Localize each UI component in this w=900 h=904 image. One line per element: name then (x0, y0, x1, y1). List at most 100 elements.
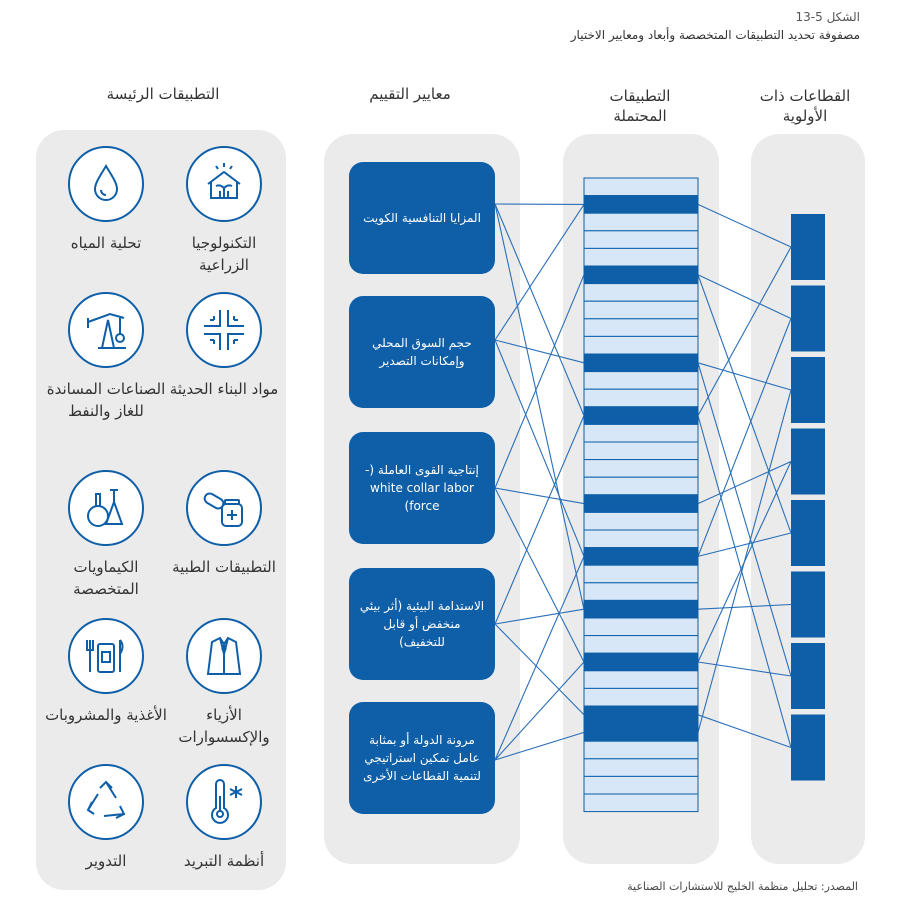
matrix-row (583, 265, 699, 285)
criterion-label: المزايا التنافسية الكويت (363, 211, 481, 225)
matrix-row (583, 511, 699, 531)
water-drop-icon (93, 164, 119, 201)
matrix-row (583, 687, 699, 707)
greenhouse-icon (207, 163, 241, 199)
app-label: الكيماويات المتخصصة (73, 558, 139, 598)
connection-line (494, 339, 585, 557)
figure-title: مصفوفة تحديد التطبيقات المتخصصة وأبعاد و… (570, 28, 860, 42)
criterion-label: إنتاجية القوى العاملة (-white collar lab… (365, 463, 479, 513)
connection-line (697, 603, 792, 610)
source-note: المصدر: تحليل منظمة الخليج للاستشارات ال… (627, 880, 858, 893)
matrix-row (583, 371, 699, 390)
recycle-icon (86, 780, 126, 819)
matrix-row (583, 406, 699, 425)
connection-line (494, 339, 585, 364)
matrix-row (583, 353, 699, 373)
connection-lines (494, 203, 792, 761)
connection-line (697, 362, 792, 391)
app-agritech: التكنولوجيا الزراعية (168, 146, 280, 276)
connection-line (697, 318, 792, 557)
connection-line (697, 714, 792, 749)
connection-line (697, 460, 792, 505)
matrix-row (583, 635, 699, 654)
priority-sector-bar (791, 500, 825, 566)
criterion-market-size: حجم السوق المحلي وإمكانات التصدير (349, 296, 495, 408)
priority-sector-bar (791, 285, 825, 352)
matrix-row (583, 318, 699, 337)
app-specialty-chemicals: الكيماويات المتخصصة (50, 470, 162, 600)
matrix-row (583, 758, 699, 777)
pills-icon (203, 492, 243, 527)
app-icon-circle (186, 618, 262, 694)
app-label: التدوير (85, 852, 127, 870)
matrix-row (583, 564, 699, 584)
app-label: أنظمة التبريد (183, 852, 265, 870)
connection-line (697, 274, 792, 319)
app-fashion: الأزياء والإكسسوارات (160, 618, 288, 748)
matrix-row (583, 670, 699, 689)
matrix-row (583, 177, 699, 197)
matrix-row (583, 335, 699, 355)
connection-line (697, 415, 792, 748)
header-potential-apps: التطبيقات المحتملة (609, 87, 671, 125)
app-recycling: التدوير (50, 764, 162, 872)
criterion-workforce-productivity: إنتاجية القوى العاملة (-white collar lab… (349, 432, 495, 544)
criterion-label: مرونة الدولة أو بمثابة عامل تمكين استرات… (363, 733, 481, 783)
criterion-label: حجم السوق المحلي وإمكانات التصدير (372, 336, 472, 368)
connection-line (697, 362, 792, 677)
priority-sector-bar (791, 571, 825, 638)
matrix-row (583, 547, 699, 566)
matrix-row (583, 617, 699, 637)
app-label: تحلية المياه (70, 234, 142, 252)
matrix-row (583, 476, 699, 496)
matrix-row (583, 388, 699, 408)
header-main-apps: التطبيقات الرئيسة (106, 85, 220, 103)
app-icon-circle (68, 618, 144, 694)
connection-line (697, 661, 792, 677)
app-medical: التطبيقات الطبية (160, 470, 288, 578)
connection-line (697, 461, 792, 663)
connection-line (494, 487, 585, 663)
priority-sector-bars (791, 214, 825, 781)
potential-apps-matrix (583, 177, 699, 813)
criterion-environmental-sustainability: الاستدامة البيئية (أثر بيئي منخفض أو قاب… (349, 568, 495, 680)
priority-sector-bar (791, 714, 825, 781)
app-food-beverage: الأغذية والمشروبات (42, 618, 170, 726)
connection-line (697, 203, 792, 248)
matrix-row (583, 582, 699, 601)
matrix-row (583, 599, 699, 619)
connection-line (494, 203, 585, 416)
matrix-row (583, 494, 699, 513)
matrix-row (583, 423, 699, 443)
connection-line (494, 487, 585, 505)
priority-sector-bar (791, 214, 825, 280)
app-icon-circle (68, 292, 144, 368)
matrix-row (583, 740, 699, 760)
app-icon-circle (68, 470, 144, 546)
matrix-row (583, 247, 699, 267)
flask-icon (87, 489, 124, 527)
app-oil-gas-support: الصناعات المساندة للغاز والنفط (34, 292, 178, 422)
app-icon-circle (186, 470, 262, 546)
suit-icon (206, 636, 242, 675)
matrix-row (583, 441, 699, 461)
criterion-competitive-advantage: المزايا التنافسية الكويت (349, 162, 495, 274)
app-label: الأغذية والمشروبات (45, 706, 167, 724)
priority-sector-bar (791, 428, 825, 495)
priority-sector-bar (791, 357, 825, 423)
app-icon-circle (186, 764, 262, 840)
header-priority-sectors: القطاعات ذات الأولوية (759, 87, 851, 125)
matrix-row (583, 705, 699, 725)
criterion-state-resilience: مرونة الدولة أو بمثابة عامل تمكين استرات… (349, 702, 495, 814)
building-grid-icon (204, 310, 244, 350)
matrix-row (583, 300, 699, 320)
app-icon-circle (68, 146, 144, 222)
app-label: الصناعات المساندة للغاز والنفط (46, 380, 166, 420)
matrix-row (583, 195, 699, 214)
figure-number: الشكل 5-13 (795, 10, 861, 24)
food-drink-icon (86, 639, 124, 673)
app-cooling-systems: أنظمة التبريد (168, 764, 280, 872)
app-label: التطبيقات الطبية (172, 558, 276, 576)
matrix-row (583, 775, 699, 795)
